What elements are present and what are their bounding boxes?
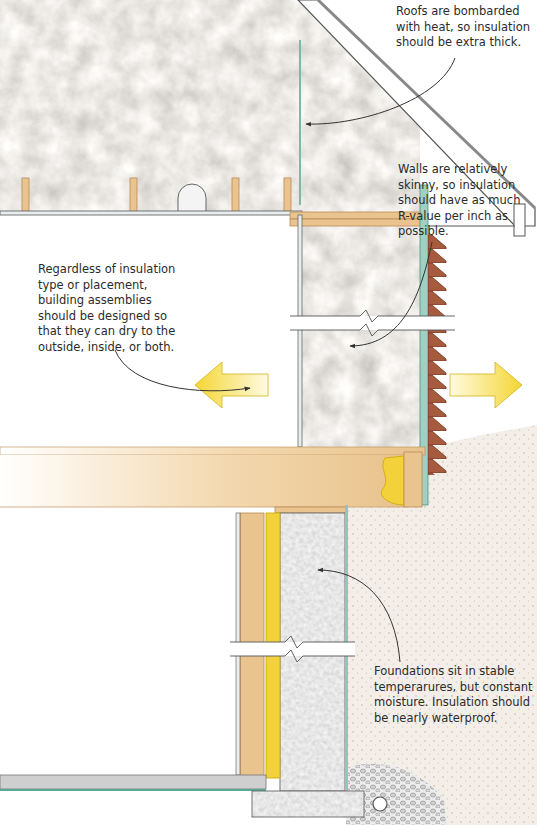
leader-line (318, 570, 400, 662)
ceiling-drywall (0, 211, 302, 215)
floor-joist (0, 455, 405, 507)
drying-arrow (450, 362, 522, 408)
footing (252, 791, 364, 817)
leader-line (350, 242, 432, 346)
ceiling-joist (22, 178, 29, 212)
ceiling-joist (284, 178, 291, 212)
fascia (514, 204, 525, 236)
wall-insulation (302, 226, 420, 447)
attic-insulation (0, 0, 420, 212)
sill-plate (275, 507, 347, 513)
drain-pipe (373, 797, 387, 811)
break-mark (290, 324, 455, 336)
footing-outline (252, 791, 364, 817)
callout-text: Walls are relatively skinny, so insulati… (398, 162, 534, 240)
callout-text: Regardless of insulation type or placeme… (38, 262, 190, 355)
roof-rafter (298, 0, 535, 226)
leader-line (306, 58, 455, 124)
leader-line (115, 350, 250, 391)
roof-sheathing (318, 0, 535, 208)
drying-arrow (195, 362, 268, 408)
callout-text: Roofs are bombarded with heat, so insula… (396, 4, 534, 51)
ceiling-joist (232, 178, 239, 212)
break-gap (290, 316, 455, 330)
siding (428, 235, 447, 475)
recessed-light (178, 184, 206, 212)
floor-slab (0, 775, 266, 789)
vent-baffle (299, 40, 301, 205)
spray-foam (381, 456, 404, 505)
break-mark (230, 650, 355, 662)
ceiling-joist (130, 178, 137, 212)
callout-text: Foundations sit in stable temperarures, … (374, 664, 534, 726)
break-mark (290, 310, 455, 322)
interior-drywall (298, 215, 302, 447)
rim-joist (404, 452, 422, 507)
vapor-barrier (0, 789, 266, 791)
break-mark (230, 636, 355, 648)
subfloor (0, 447, 425, 455)
